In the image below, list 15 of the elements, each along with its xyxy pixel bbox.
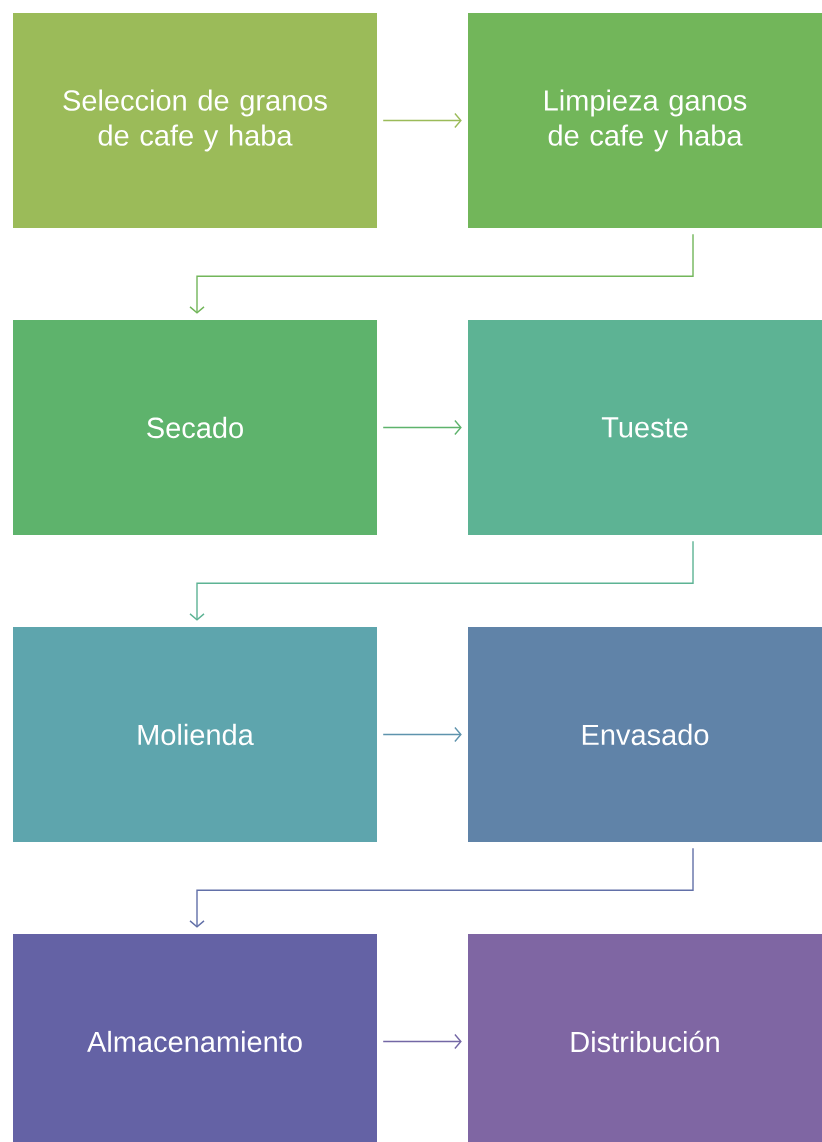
process-box: Seleccion de granos de cafe y haba [13,13,377,228]
process-box: Distribución [468,934,822,1142]
arrow [189,540,694,621]
arrow [382,419,462,436]
process-box: Almacenamiento [13,934,377,1142]
process-box: Tueste [468,320,822,535]
arrow [189,233,694,314]
process-box: Limpieza ganos de cafe y haba [468,13,822,228]
process-box: Molienda [13,627,377,842]
arrow [189,847,694,928]
arrow [382,1033,462,1050]
arrow [382,726,462,743]
arrow [382,112,462,129]
process-box: Envasado [468,627,822,842]
process-box: Secado [13,320,377,535]
